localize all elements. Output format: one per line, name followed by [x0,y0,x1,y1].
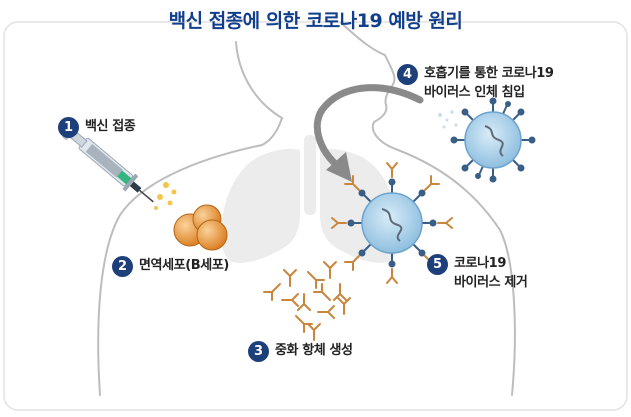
step-2: 2 면역세포(B세포) [112,256,229,277]
step-1-badge: 1 [58,117,79,138]
entry-dots [438,110,458,129]
step-1-line-1: 백신 접종 [85,119,136,134]
panel-border [3,21,628,411]
lungs [221,135,399,263]
step-4-line-2: 바이러스 인체 침입 [424,85,525,100]
step-3-badge: 3 [248,341,269,362]
step-2-badge: 2 [112,256,133,277]
step-3: 3 중화 항체 생성 [248,341,353,362]
step-4: 4 호흡기를 통한 코로나19 바이러스 인체 침입 [397,64,554,102]
page-title: 백신 접종에 의한 코로나19 예방 원리 [168,10,463,32]
step-4-line-1: 호흡기를 통한 코로나19 [424,66,554,81]
antibodies [263,261,351,341]
virus-entering [450,97,536,183]
step-2-line-1: 면역세포(B세포) [139,258,229,273]
step-3-line-1: 중화 항체 생성 [275,343,353,358]
ear-outline [339,21,386,56]
step-5-line-1: 코로나19 [454,256,506,271]
step-4-badge: 4 [397,64,418,85]
step-5-line-2: 바이러스 제거 [454,275,528,290]
step-5-badge: 5 [427,254,448,275]
step-1-label: 백신 접종 [85,117,136,136]
step-4-label: 호흡기를 통한 코로나19 바이러스 인체 침입 [424,64,554,102]
b-cells [173,204,228,251]
step-1: 1 백신 접종 [58,117,136,138]
step-2-label: 면역세포(B세포) [139,256,229,275]
step-5-label: 코로나19 바이러스 제거 [454,254,528,292]
entry-arrow [313,84,424,182]
vaccine-particles [154,182,177,210]
step-5: 5 코로나19 바이러스 제거 [427,254,528,292]
step-3-label: 중화 항체 생성 [275,341,353,360]
